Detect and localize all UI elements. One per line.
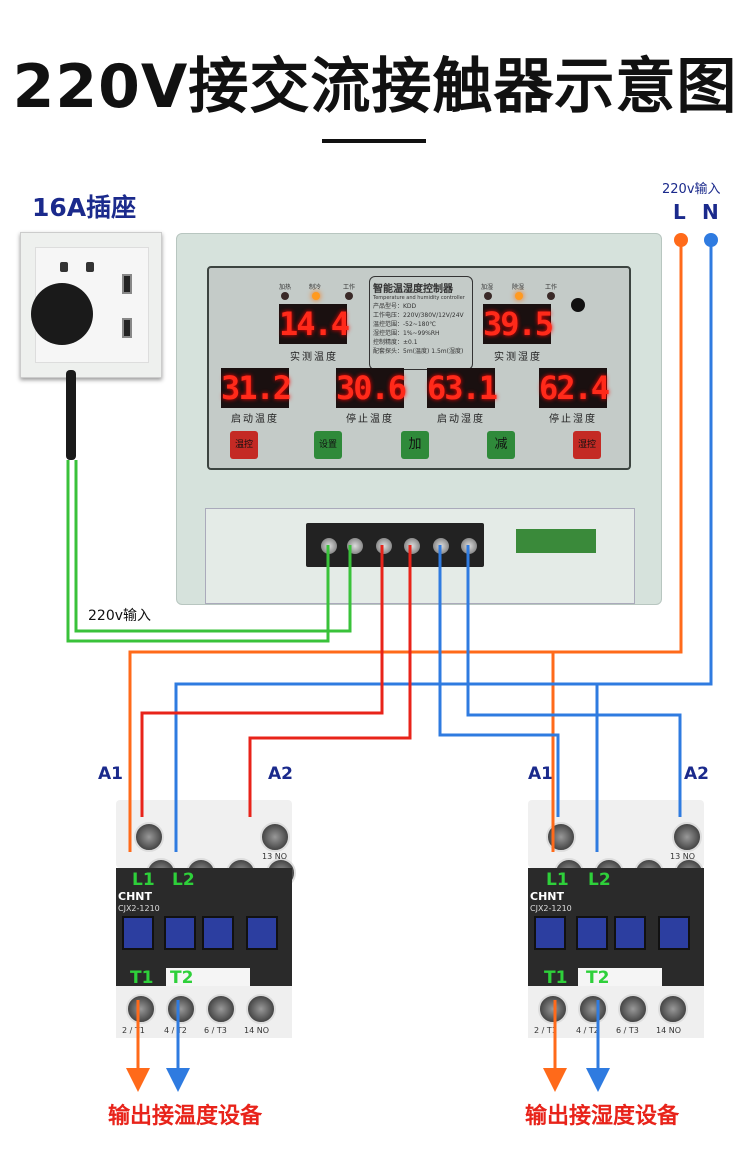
t1-label: T1 [544, 968, 568, 988]
terminal-label: 2 / T1 [534, 1026, 557, 1035]
terminal-block [306, 523, 484, 567]
title-underline [322, 139, 426, 143]
power-input-label: 220v输入 [662, 182, 721, 197]
terminal-label: 6 / T3 [204, 1026, 227, 1035]
measured-humidity-display: 39.5 [483, 304, 554, 344]
brand-label: CHNT [118, 890, 152, 903]
spec-line: 工作电压：220V/380V/12V/24V [373, 312, 464, 319]
usb-port-icon [122, 274, 132, 294]
led-label: 工作 [343, 284, 356, 291]
start-humidity-label: 启动湿度 [437, 414, 485, 425]
page-title: 220V接交流接触器示意图 [12, 52, 738, 122]
decrease-button[interactable]: 减 [487, 431, 515, 459]
a2-label: A2 [268, 764, 293, 784]
spec-line: 温控范围：-52~180℃ [373, 321, 437, 328]
controller-name-en: Temperature and humidity controller [373, 295, 465, 301]
temp-control-button[interactable]: 温控 [230, 431, 258, 459]
neutral-terminal-icon [704, 233, 718, 247]
controller-panel: 加热 制冷 工作 14.4 实测温度 智能温湿度控制器 Temperature … [207, 266, 631, 470]
t2-label: T2 [170, 968, 194, 988]
brand-label: CHNT [530, 890, 564, 903]
sensor-icon [571, 298, 585, 312]
aux-label: 13 NO [262, 852, 288, 861]
terminal-label: 2 / T1 [122, 1026, 145, 1035]
humidity-control-button[interactable]: 湿控 [573, 431, 601, 459]
spec-line: 控制精度：±0.1 [373, 339, 418, 346]
live-terminal-icon [674, 233, 688, 247]
sensor-terminal [516, 529, 596, 553]
l1-label: L1 [132, 870, 155, 890]
terminal-label: 4 / T2 [164, 1026, 187, 1035]
a2-label: A2 [684, 764, 709, 784]
plug-icon [31, 283, 93, 345]
terminal-label: 14 NO [656, 1026, 682, 1035]
led-indicator [312, 292, 320, 300]
spec-line: 产品型号：KDD [373, 303, 417, 310]
controller-input-label: 220v输入 [88, 608, 152, 624]
temp-output-label: 输出接温度设备 [108, 1104, 263, 1129]
led-label: 制冷 [309, 284, 322, 291]
aux-label: 13 NO [670, 852, 696, 861]
t2-label: T2 [586, 968, 610, 988]
model-label: CJX2-1210 [530, 904, 572, 913]
coil-wire [140, 545, 384, 817]
live-label: L [673, 200, 686, 224]
l2-label: L2 [588, 870, 611, 890]
l1-label: L1 [546, 870, 569, 890]
humidity-output-label: 输出接湿度设备 [525, 1104, 680, 1129]
a1-label: A1 [528, 764, 553, 784]
temperature-humidity-controller: 加热 制冷 工作 14.4 实测温度 智能温湿度控制器 Temperature … [176, 233, 662, 605]
led-indicator [345, 292, 353, 300]
led-indicator [515, 292, 523, 300]
stop-temp-label: 停止温度 [346, 414, 394, 425]
neutral-wire [174, 240, 713, 852]
terminal-label: 6 / T3 [616, 1026, 639, 1035]
coil-wire [466, 545, 682, 817]
supply-wire [74, 460, 352, 633]
spec-line: 湿控范围：1%~99%RH [373, 330, 440, 337]
contactor-humidity: A1 A2 13 NO L1 L2 CHNT CJX2-1210 T1 T2 2… [512, 764, 709, 1038]
t1-label: T1 [130, 968, 154, 988]
stop-temp-display: 30.6 [336, 368, 407, 408]
supply-wire [66, 460, 330, 643]
start-humidity-display: 63.1 [427, 368, 498, 408]
start-temp-display: 31.2 [221, 368, 292, 408]
stop-humidity-display: 62.4 [539, 368, 610, 408]
spec-line: 配套探头：5m(温度) 1.5m(湿度) [373, 348, 464, 355]
l2-label: L2 [172, 870, 195, 890]
led-label: 除湿 [512, 284, 525, 291]
stop-humidity-label: 停止湿度 [549, 414, 597, 425]
led-label: 加热 [279, 284, 292, 291]
led-indicator [547, 292, 555, 300]
a1-label: A1 [98, 764, 123, 784]
increase-button[interactable]: 加 [401, 431, 429, 459]
terminal-label: 4 / T2 [576, 1026, 599, 1035]
measured-humidity-label: 实测湿度 [494, 352, 542, 363]
terminal-label: 14 NO [244, 1026, 270, 1035]
live-wire [128, 240, 683, 852]
wall-socket [20, 232, 162, 378]
led-indicator [281, 292, 289, 300]
spec-plate: 智能温湿度控制器 Temperature and humidity contro… [369, 276, 473, 370]
set-button[interactable]: 设置 [314, 431, 342, 459]
coil-wire [438, 545, 560, 817]
led-label: 工作 [545, 284, 558, 291]
coil-wire [248, 545, 412, 817]
neutral-label: N [702, 200, 719, 224]
start-temp-label: 启动温度 [231, 414, 279, 425]
contactor-temperature: A1 A2 13 NO L1 L2 CHNT CJX2-1210 T1 T2 2… [94, 764, 296, 1038]
terminal-compartment [205, 508, 635, 604]
led-indicator [484, 292, 492, 300]
measured-temp-display: 14.4 [279, 304, 350, 344]
usb-port-icon [122, 318, 132, 338]
socket-label: 16A插座 [32, 193, 137, 222]
led-label: 加湿 [481, 284, 494, 291]
model-label: CJX2-1210 [118, 904, 160, 913]
controller-name: 智能温湿度控制器 [373, 284, 453, 295]
measured-temp-label: 实测温度 [290, 352, 338, 363]
power-cord [66, 370, 76, 460]
